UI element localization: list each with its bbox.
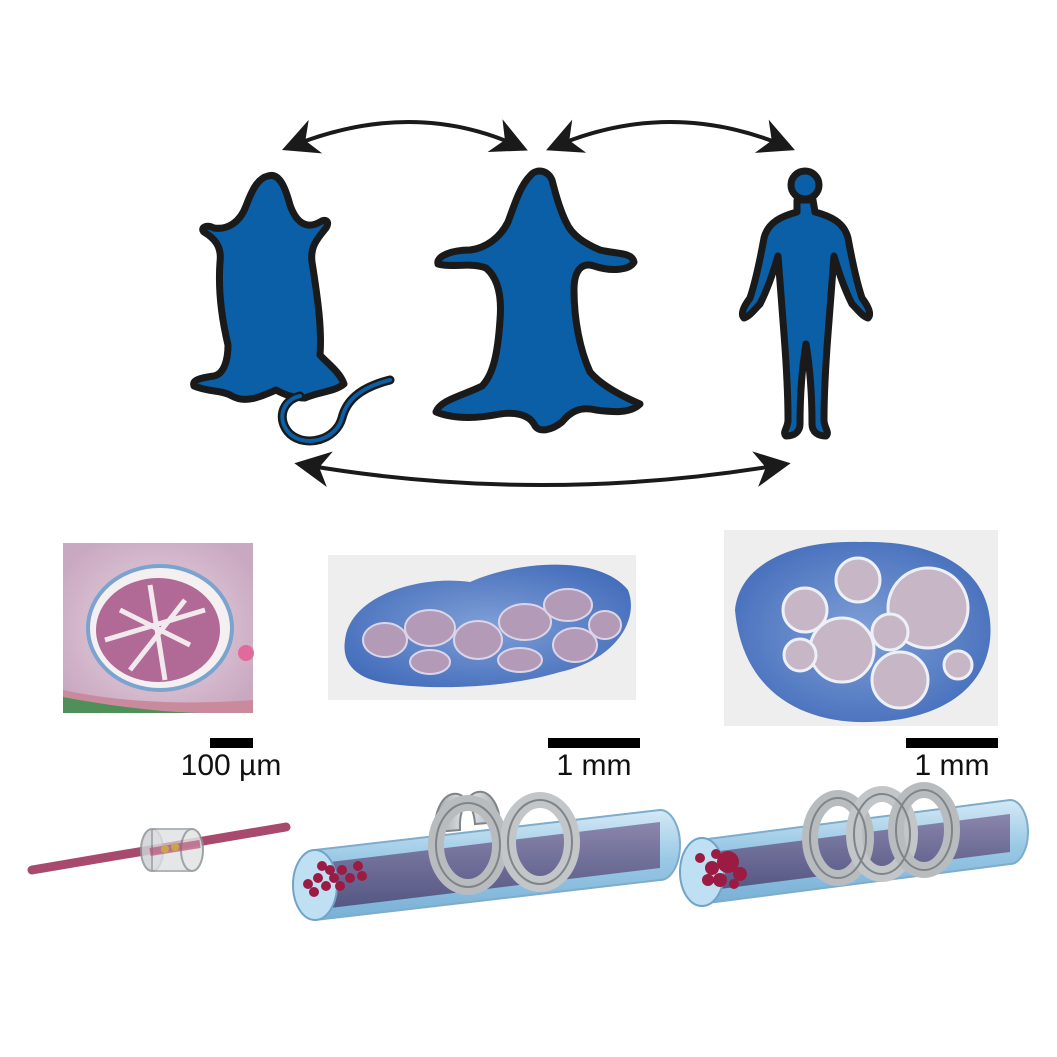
histology-pig-panel — [328, 555, 636, 700]
rat-pig-double-arrow-icon — [281, 119, 528, 154]
human-cuff-rings — [802, 782, 960, 886]
scale-bar-rat: 100 µm — [181, 738, 282, 782]
nerve-model-human — [679, 782, 1029, 907]
nerve-model-rat — [27, 822, 291, 875]
pig-human-double-arrow-icon — [546, 119, 795, 153]
scale-bar-human: 1 mm — [906, 738, 998, 782]
pig-cuff-rings — [428, 790, 580, 895]
human-silhouette-icon — [738, 167, 874, 440]
scale-bar-pig: 1 mm — [548, 738, 640, 782]
pig-silhouette-icon — [432, 167, 644, 434]
nerve-model-pig — [292, 790, 681, 922]
species-arrows — [281, 119, 795, 487]
scale-label-pig: 1 mm — [557, 749, 632, 782]
rat-silhouette-icon — [190, 172, 395, 446]
histology-human-panel — [724, 530, 998, 726]
histology-rat-panel — [63, 543, 254, 713]
scale-label-rat: 100 µm — [181, 749, 282, 782]
scale-label-human: 1 mm — [915, 749, 990, 782]
rat-human-double-arrow-icon — [294, 451, 791, 487]
species-silhouettes — [190, 167, 874, 446]
